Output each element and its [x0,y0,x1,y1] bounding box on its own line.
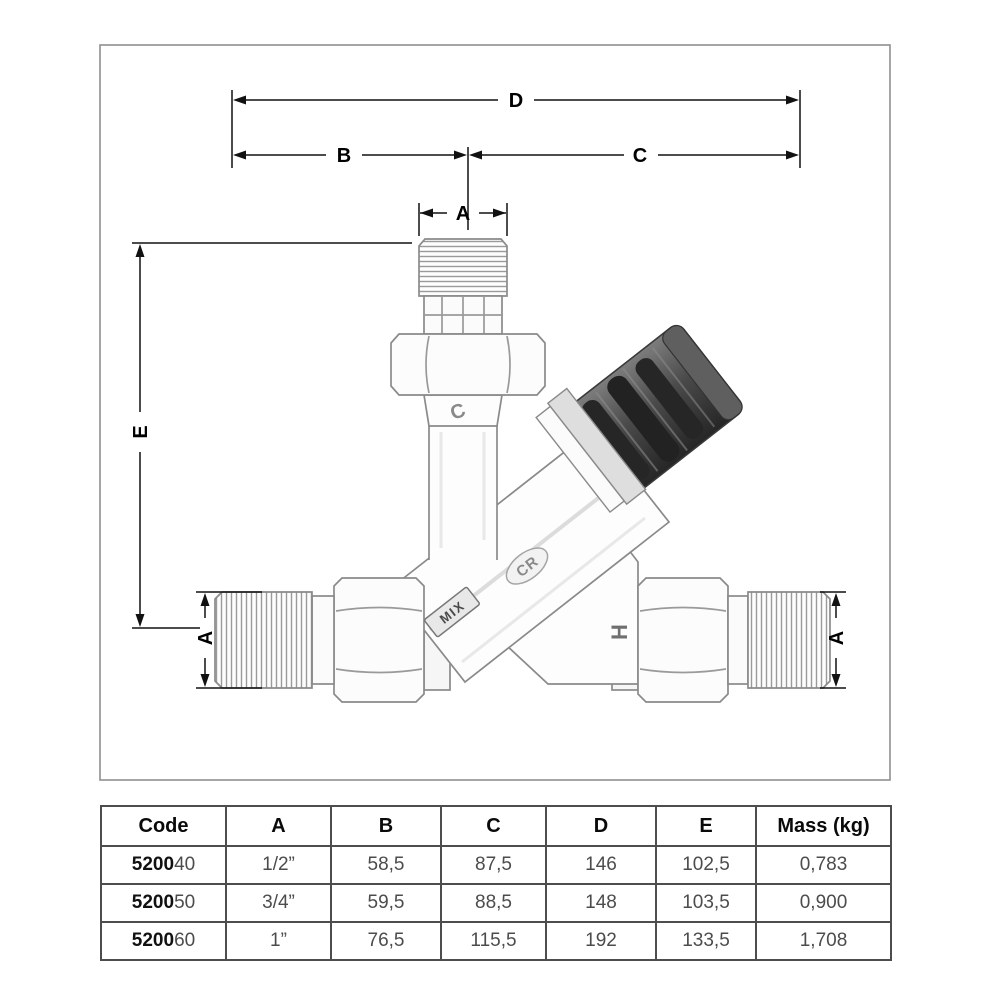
cell-a: 1/2” [225,845,332,885]
cell-b: 59,5 [330,883,442,923]
svg-text:A: A [826,631,848,645]
cell-d: 192 [545,921,657,961]
right-connection [637,577,831,703]
cell-a: 3/4” [225,883,332,923]
dimension-d: D [233,90,799,112]
left-connection [214,577,425,703]
table-row: 520050 3/4” 59,5 88,5 148 103,5 0,900 [100,883,892,923]
header-c: C [440,805,547,847]
knob-collar [535,387,647,514]
header-e: E [655,805,757,847]
code-suffix: 60 [174,930,196,951]
cell-e: 103,5 [655,883,757,923]
top-connection [390,238,546,560]
hot-port-label: H [607,624,632,640]
code-suffix: 50 [174,892,196,913]
header-a: A [225,805,332,847]
dimension-c: C [469,145,799,167]
table-header-row: Code A B C D E Mass (kg) [100,805,892,847]
code-prefix: 5200 [131,930,175,951]
cell-d: 148 [545,883,657,923]
code-prefix: 5200 [131,854,175,875]
cell-mass: 0,783 [755,845,892,885]
dimension-b: B [233,145,467,167]
svg-text:A: A [456,203,470,225]
table-row: 520060 1” 76,5 115,5 192 133,5 1,708 [100,921,892,961]
header-code: Code [100,805,227,847]
cell-code: 520040 [100,845,227,885]
cell-b: 76,5 [330,921,442,961]
dimension-e: E [130,244,152,627]
svg-text:A: A [195,631,217,645]
header-d: D [545,805,657,847]
cell-code: 520060 [100,921,227,961]
header-mass: Mass (kg) [755,805,892,847]
dimension-a-right: A [826,593,848,687]
cell-e: 102,5 [655,845,757,885]
svg-text:C: C [633,145,647,167]
cell-d: 146 [545,845,657,885]
table-row: 520040 1/2” 58,5 87,5 146 102,5 0,783 [100,845,892,885]
svg-text:C: C [447,399,468,425]
cell-c: 87,5 [440,845,547,885]
svg-text:H: H [607,624,632,640]
cell-b: 58,5 [330,845,442,885]
svg-text:B: B [337,145,351,167]
code-prefix: 5200 [131,892,175,913]
dimension-a-top: A [420,203,506,225]
cold-port-label: C [447,399,468,425]
cell-mass: 0,900 [755,883,892,923]
svg-text:D: D [509,90,523,112]
cell-c: 88,5 [440,883,547,923]
cell-mass: 1,708 [755,921,892,961]
cell-a: 1” [225,921,332,961]
dimensions-table: Code A B C D E Mass (kg) 520040 1/2” 58,… [100,805,892,961]
cell-c: 115,5 [440,921,547,961]
dimension-lines: D B C A [130,90,848,689]
brand-stamp: CR [505,547,549,585]
valve-assembly: C CR MIX H [214,238,831,703]
code-suffix: 40 [174,854,196,875]
cell-e: 133,5 [655,921,757,961]
svg-text:E: E [130,425,152,438]
body-shading [461,516,646,664]
header-b: B [330,805,442,847]
dimension-a-left: A [195,593,217,687]
cell-code: 520050 [100,883,227,923]
